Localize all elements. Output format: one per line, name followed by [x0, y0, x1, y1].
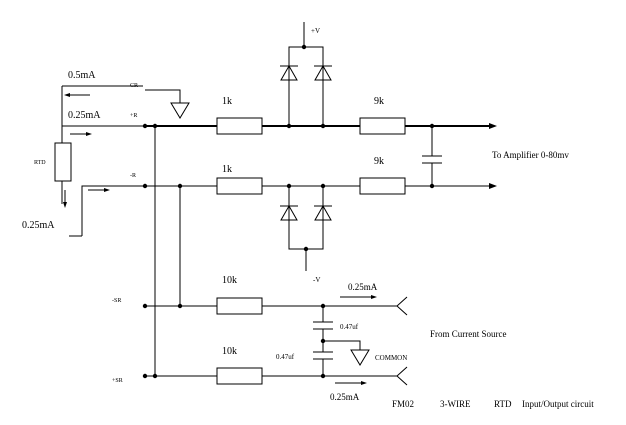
resistor-10k-lower: [216, 367, 263, 385]
diode-icon: [314, 204, 332, 221]
current-a-label: 0.25mA: [348, 282, 378, 292]
resistor-9k-top: [359, 117, 406, 135]
resistor-10k-lower-label: 10k: [222, 346, 237, 357]
minus-r-lead: [81, 185, 143, 236]
arrow-right-icon: [70, 132, 92, 136]
rtd-resistor: [54, 142, 72, 182]
diode-icon: [314, 64, 332, 81]
footer-wire: 3-WIRE: [440, 399, 471, 409]
resistor-10k-upper: [216, 297, 263, 315]
ground-icon: [350, 349, 370, 366]
resistor-9k-bottom-label: 9k: [374, 156, 384, 167]
plus-sr-line: [145, 366, 408, 386]
rtd-sensor-section: 0.5mA 0.25mA RTD 0.25mA: [22, 70, 143, 237]
clamp-diodes-lower: [280, 186, 332, 271]
sense-bus: [152, 123, 183, 379]
current-bottom-label: 0.25mA: [22, 220, 55, 231]
output-arrow-icon: [489, 123, 497, 129]
footer-caption: FM02 3-WIRE RTD Input/Output circuit: [392, 399, 594, 409]
plus-r-signal-line: [145, 117, 497, 135]
arrow-right-icon: [335, 381, 367, 385]
common-label: COMMON: [375, 354, 407, 362]
current-mid-label: 0.25mA: [68, 110, 101, 121]
footer-desc: Input/Output circuit: [522, 399, 594, 409]
terminal-minus-sr-label: -SR: [112, 298, 121, 304]
terminal-block: CR +R -R -SR +SR: [112, 83, 148, 384]
arrow-down-icon: [63, 190, 67, 208]
terminal-minus-r-label: -R: [130, 173, 136, 179]
cap-upper-label: 0.47uf: [340, 323, 359, 331]
terminal-plus-r-label: +R: [130, 113, 137, 119]
arrow-right-icon: [88, 188, 110, 192]
clamp-diodes-upper: [280, 22, 332, 126]
resistor-1k-top-label: 1k: [222, 96, 232, 107]
cap-lower-label: 0.47uf: [276, 353, 295, 361]
output-arrow-icon: [489, 183, 497, 189]
plus-v-label: +V: [311, 27, 320, 35]
diode-icon: [280, 204, 298, 221]
current-top-label: 0.5mA: [68, 70, 96, 81]
arrow-right-icon: [340, 295, 377, 299]
resistor-9k-bottom: [359, 177, 406, 195]
resistor-9k-top-label: 9k: [374, 96, 384, 107]
arrow-left-icon: [64, 93, 90, 97]
current-b-label: 0.25mA: [330, 392, 360, 402]
footer-code: FM02: [392, 399, 414, 409]
connector-icon: [396, 296, 408, 316]
resistor-1k-bottom: [216, 177, 263, 195]
diode-icon: [280, 64, 298, 81]
output-label: To Amplifier 0-80mv: [492, 150, 569, 160]
minus-sr-line: [145, 296, 408, 316]
decoupling-capacitors: [313, 306, 361, 376]
footer-rtd: RTD: [494, 399, 512, 409]
resistor-1k-top: [216, 117, 263, 135]
resistor-1k-bottom-label: 1k: [222, 164, 232, 175]
terminal-cr-label: CR: [130, 83, 138, 89]
resistor-10k-upper-label: 10k: [222, 275, 237, 286]
connector-icon: [396, 366, 408, 386]
minus-r-signal-line: [145, 177, 497, 195]
current-source-label: From Current Source: [430, 329, 507, 339]
output-capacitor: [422, 126, 442, 186]
ground-icon: [145, 89, 190, 119]
rtd-label: RTD: [34, 160, 46, 166]
minus-v-label: -V: [313, 276, 320, 284]
terminal-plus-sr-label: +SR: [112, 378, 123, 384]
